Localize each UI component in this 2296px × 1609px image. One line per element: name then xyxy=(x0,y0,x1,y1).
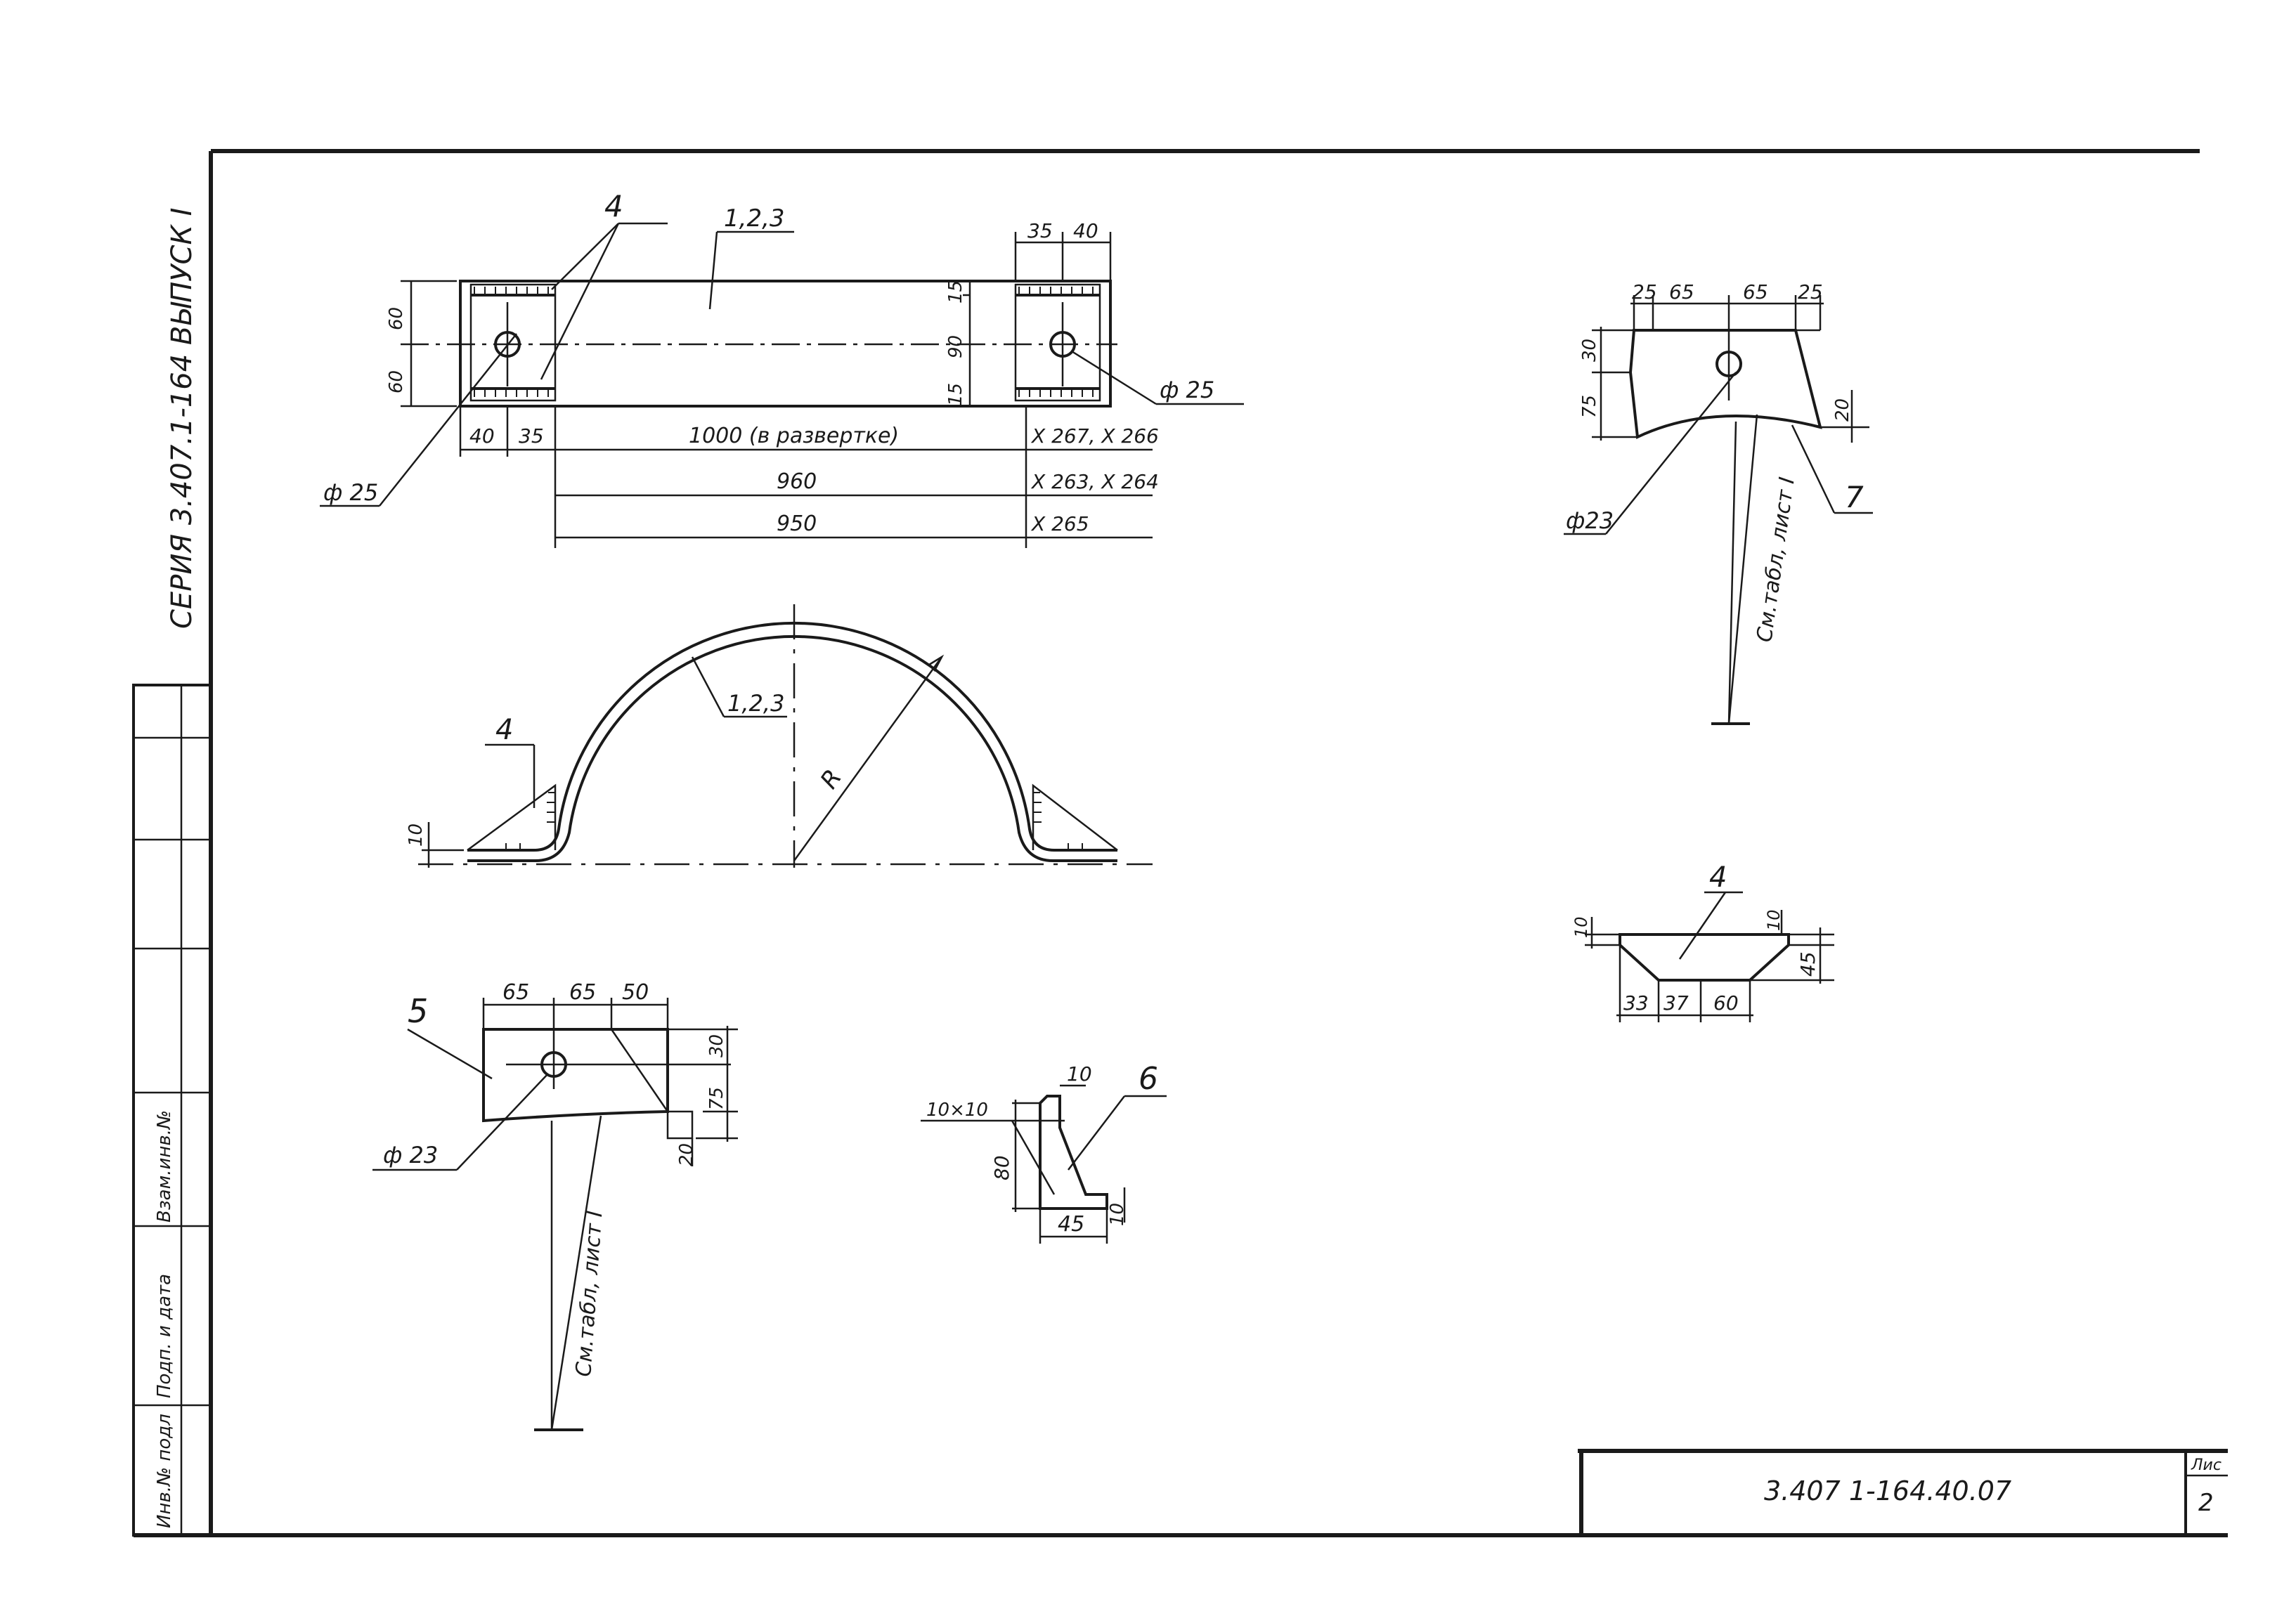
part5-dim-right-3: 20 xyxy=(676,1143,697,1166)
part7-label: 7 xyxy=(1845,480,1864,514)
plan-main-ref: 1,2,3 xyxy=(724,204,785,233)
part5-dim-top-2: 65 xyxy=(569,980,596,1005)
length-row-1-value: 1000 (в развертке) xyxy=(689,424,899,448)
part7-dim-left-1: 30 xyxy=(1579,339,1600,362)
plan-gusset-ref: 4 xyxy=(604,189,623,223)
part7-dim-left-2: 75 xyxy=(1579,395,1600,418)
plan-dim-right-2: 90 xyxy=(945,335,966,358)
part6-top: 10 xyxy=(1067,1062,1092,1086)
plan-dim-bottom-2: 35 xyxy=(519,424,544,448)
part-6: 10×10 10 80 45 10 6 xyxy=(921,1061,1167,1244)
plan-dim-bottom-1: 40 xyxy=(469,424,495,448)
elevation-view: R 1,2,3 4 10 xyxy=(406,604,1153,868)
part5-note: См.табл, лист I xyxy=(571,1210,607,1378)
plan-hole-right: ф 25 xyxy=(1160,377,1214,403)
radius-label: R xyxy=(815,764,848,794)
stamp-inv-podl: Инв.№ подл xyxy=(154,1414,175,1528)
part-5: 65 65 50 30 75 20 5 ф 23 См.табл, лист I xyxy=(372,980,738,1431)
series-label: СЕРИЯ 3.407.1-164 ВЫПУСК I xyxy=(166,208,198,629)
part-4: 10 45 10 33 37 60 4 xyxy=(1571,861,1834,1022)
part7-dim-top-1: 25 xyxy=(1632,280,1657,304)
part5-hole: ф 23 xyxy=(383,1142,438,1168)
part4-left: 10 xyxy=(1571,916,1591,938)
part4-height: 45 xyxy=(1796,951,1820,977)
stamp-podp-data: Подп. и дата xyxy=(154,1274,175,1398)
drawing-code: 3.407 1-164.40.07 xyxy=(1764,1476,2011,1506)
part4-dim-bottom-1: 33 xyxy=(1623,991,1649,1015)
part6-right: 10 xyxy=(1107,1203,1128,1226)
plan-hole-left: ф 25 xyxy=(323,479,378,506)
length-row-1-marks: X 267, X 266 xyxy=(1030,424,1159,448)
part7-dim-top-2: 65 xyxy=(1669,280,1694,304)
part7-dim-top-4: 25 xyxy=(1798,280,1823,304)
elevation-main-ref: 1,2,3 xyxy=(727,690,784,717)
length-row-3-value: 950 xyxy=(777,512,817,536)
part6-label: 6 xyxy=(1139,1061,1158,1097)
sheet-number: 2 xyxy=(2198,1489,2214,1517)
part6-chamfer: 10×10 xyxy=(926,1100,988,1121)
part4-label: 4 xyxy=(1709,861,1727,894)
plan-dim-left-1: 60 xyxy=(386,307,407,330)
part4-dim-bottom-3: 60 xyxy=(1713,991,1739,1015)
length-row-3-marks: X 265 xyxy=(1030,512,1089,535)
plan-dim-right-1: 15 xyxy=(945,280,966,304)
length-row-2-marks: X 263, X 264 xyxy=(1030,470,1159,493)
part5-dim-right-1: 30 xyxy=(706,1034,727,1057)
stamp-vzam-inv: Взам.инв.№ xyxy=(154,1110,175,1223)
part7-dim-top-3: 65 xyxy=(1743,280,1768,304)
title-block: 3.407 1-164.40.07 Лис 2 xyxy=(1578,1449,2228,1535)
plan-view: 4 1,2,3 ф 25 ф 25 60 60 15 90 15 35 40 xyxy=(320,189,1244,548)
part7-dim-right: 20 xyxy=(1832,398,1853,422)
part7-note: См.табл, лист I xyxy=(1752,476,1800,644)
part7-hole: ф23 xyxy=(1566,507,1614,534)
part5-label: 5 xyxy=(408,992,428,1030)
elevation-thickness: 10 xyxy=(406,823,427,847)
plan-dim-top-1: 35 xyxy=(1027,219,1053,242)
sheet-frame xyxy=(134,149,2228,1537)
part6-height: 80 xyxy=(990,1155,1013,1180)
side-stamp: Взам.инв.№ Подп. и дата Инв.№ подл xyxy=(132,684,212,1537)
part-7: 25 65 65 25 30 75 20 ф23 7 См.табл, лист… xyxy=(1564,280,1873,725)
part5-dim-right-2: 75 xyxy=(706,1087,727,1110)
part5-dim-top-3: 50 xyxy=(622,980,649,1005)
plan-dim-right-3: 15 xyxy=(945,383,966,406)
part4-right: 10 xyxy=(1764,909,1784,931)
length-row-2-value: 960 xyxy=(777,469,817,494)
sheet-label: Лис xyxy=(2191,1457,2222,1474)
part5-dim-top-1: 65 xyxy=(502,980,529,1005)
part6-bottom: 45 xyxy=(1058,1212,1084,1237)
elevation-gusset-ref: 4 xyxy=(495,714,513,746)
plan-dim-top-2: 40 xyxy=(1073,219,1098,242)
part4-dim-bottom-2: 37 xyxy=(1663,991,1689,1015)
plan-dim-left-2: 60 xyxy=(386,370,407,393)
